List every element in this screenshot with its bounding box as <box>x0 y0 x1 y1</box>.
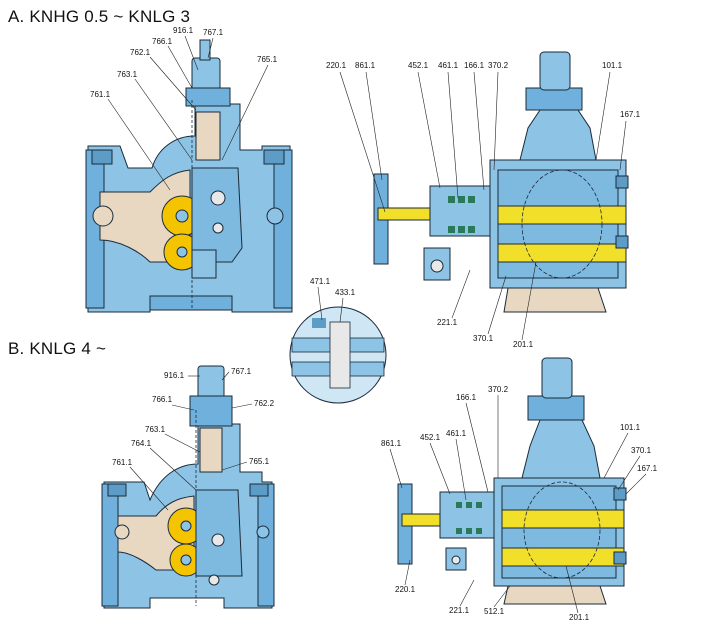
b-cross-section <box>101 365 275 609</box>
label-101-1-b: 101.1 <box>620 423 641 432</box>
label-762-1: 762.1 <box>130 48 151 57</box>
label-761-1: 761.1 <box>90 90 111 99</box>
label-861-1: 861.1 <box>355 61 376 70</box>
label-512-1: 512.1 <box>484 607 505 616</box>
label-767-1-b: 767.1 <box>231 367 252 376</box>
label-101-1: 101.1 <box>602 61 623 70</box>
label-221-1-b: 221.1 <box>449 606 470 615</box>
label-471-1: 471.1 <box>310 277 331 286</box>
label-452-1: 452.1 <box>408 61 429 70</box>
label-201-1: 201.1 <box>513 340 534 349</box>
label-370-2-b: 370.2 <box>488 385 509 394</box>
label-461-1: 461.1 <box>438 61 459 70</box>
a-cross-section <box>85 39 293 313</box>
label-761-1-b: 761.1 <box>112 458 133 467</box>
label-916-1: 916.1 <box>173 26 194 35</box>
section-a-title: A. KNHG 0.5 ~ KNLG 3 <box>8 7 191 26</box>
label-370-1-b: 370.1 <box>631 446 652 455</box>
gear-icon <box>167 507 205 577</box>
label-167-1-b: 167.1 <box>637 464 658 473</box>
a-left-labels: 916.1 767.1 766.1 762.1 763.1 765.1 761.… <box>90 26 278 191</box>
label-433-1: 433.1 <box>335 288 356 297</box>
label-370-1: 370.1 <box>473 334 494 343</box>
label-166-1-b: 166.1 <box>456 393 477 402</box>
label-167-1: 167.1 <box>620 110 641 119</box>
label-766-1: 766.1 <box>152 37 173 46</box>
label-762-2: 762.2 <box>254 399 275 408</box>
label-763-1: 763.1 <box>117 70 138 79</box>
label-916-1-b: 916.1 <box>164 371 185 380</box>
label-221-1: 221.1 <box>437 318 458 327</box>
label-861-1-b: 861.1 <box>381 439 402 448</box>
label-765-1-b: 765.1 <box>249 457 270 466</box>
label-765-1: 765.1 <box>257 55 278 64</box>
label-767-1: 767.1 <box>203 28 224 37</box>
label-201-1-b: 201.1 <box>569 613 590 622</box>
label-764-1: 764.1 <box>131 439 152 448</box>
label-461-1-b: 461.1 <box>446 429 467 438</box>
label-763-1-b: 763.1 <box>145 425 166 434</box>
label-220-1: 220.1 <box>326 61 347 70</box>
b-longitudinal-section <box>397 357 627 605</box>
a-longitudinal-section <box>373 51 629 313</box>
b-left-labels: 916.1 767.1 766.1 762.2 763.1 764.1 761.… <box>112 367 275 511</box>
a-right-labels: 220.1 861.1 452.1 461.1 166.1 370.2 101.… <box>326 61 641 349</box>
b-right-labels: 166.1 370.2 461.1 452.1 861.1 101.1 370.… <box>381 385 658 622</box>
label-166-1: 166.1 <box>464 61 485 70</box>
section-b-title: B. KNLG 4 ~ <box>8 339 107 358</box>
label-220-1-b: 220.1 <box>395 585 416 594</box>
label-452-1-b: 452.1 <box>420 433 441 442</box>
label-370-2: 370.2 <box>488 61 509 70</box>
seal-detail-circle: 471.1 433.1 <box>289 277 387 404</box>
label-766-1-b: 766.1 <box>152 395 173 404</box>
